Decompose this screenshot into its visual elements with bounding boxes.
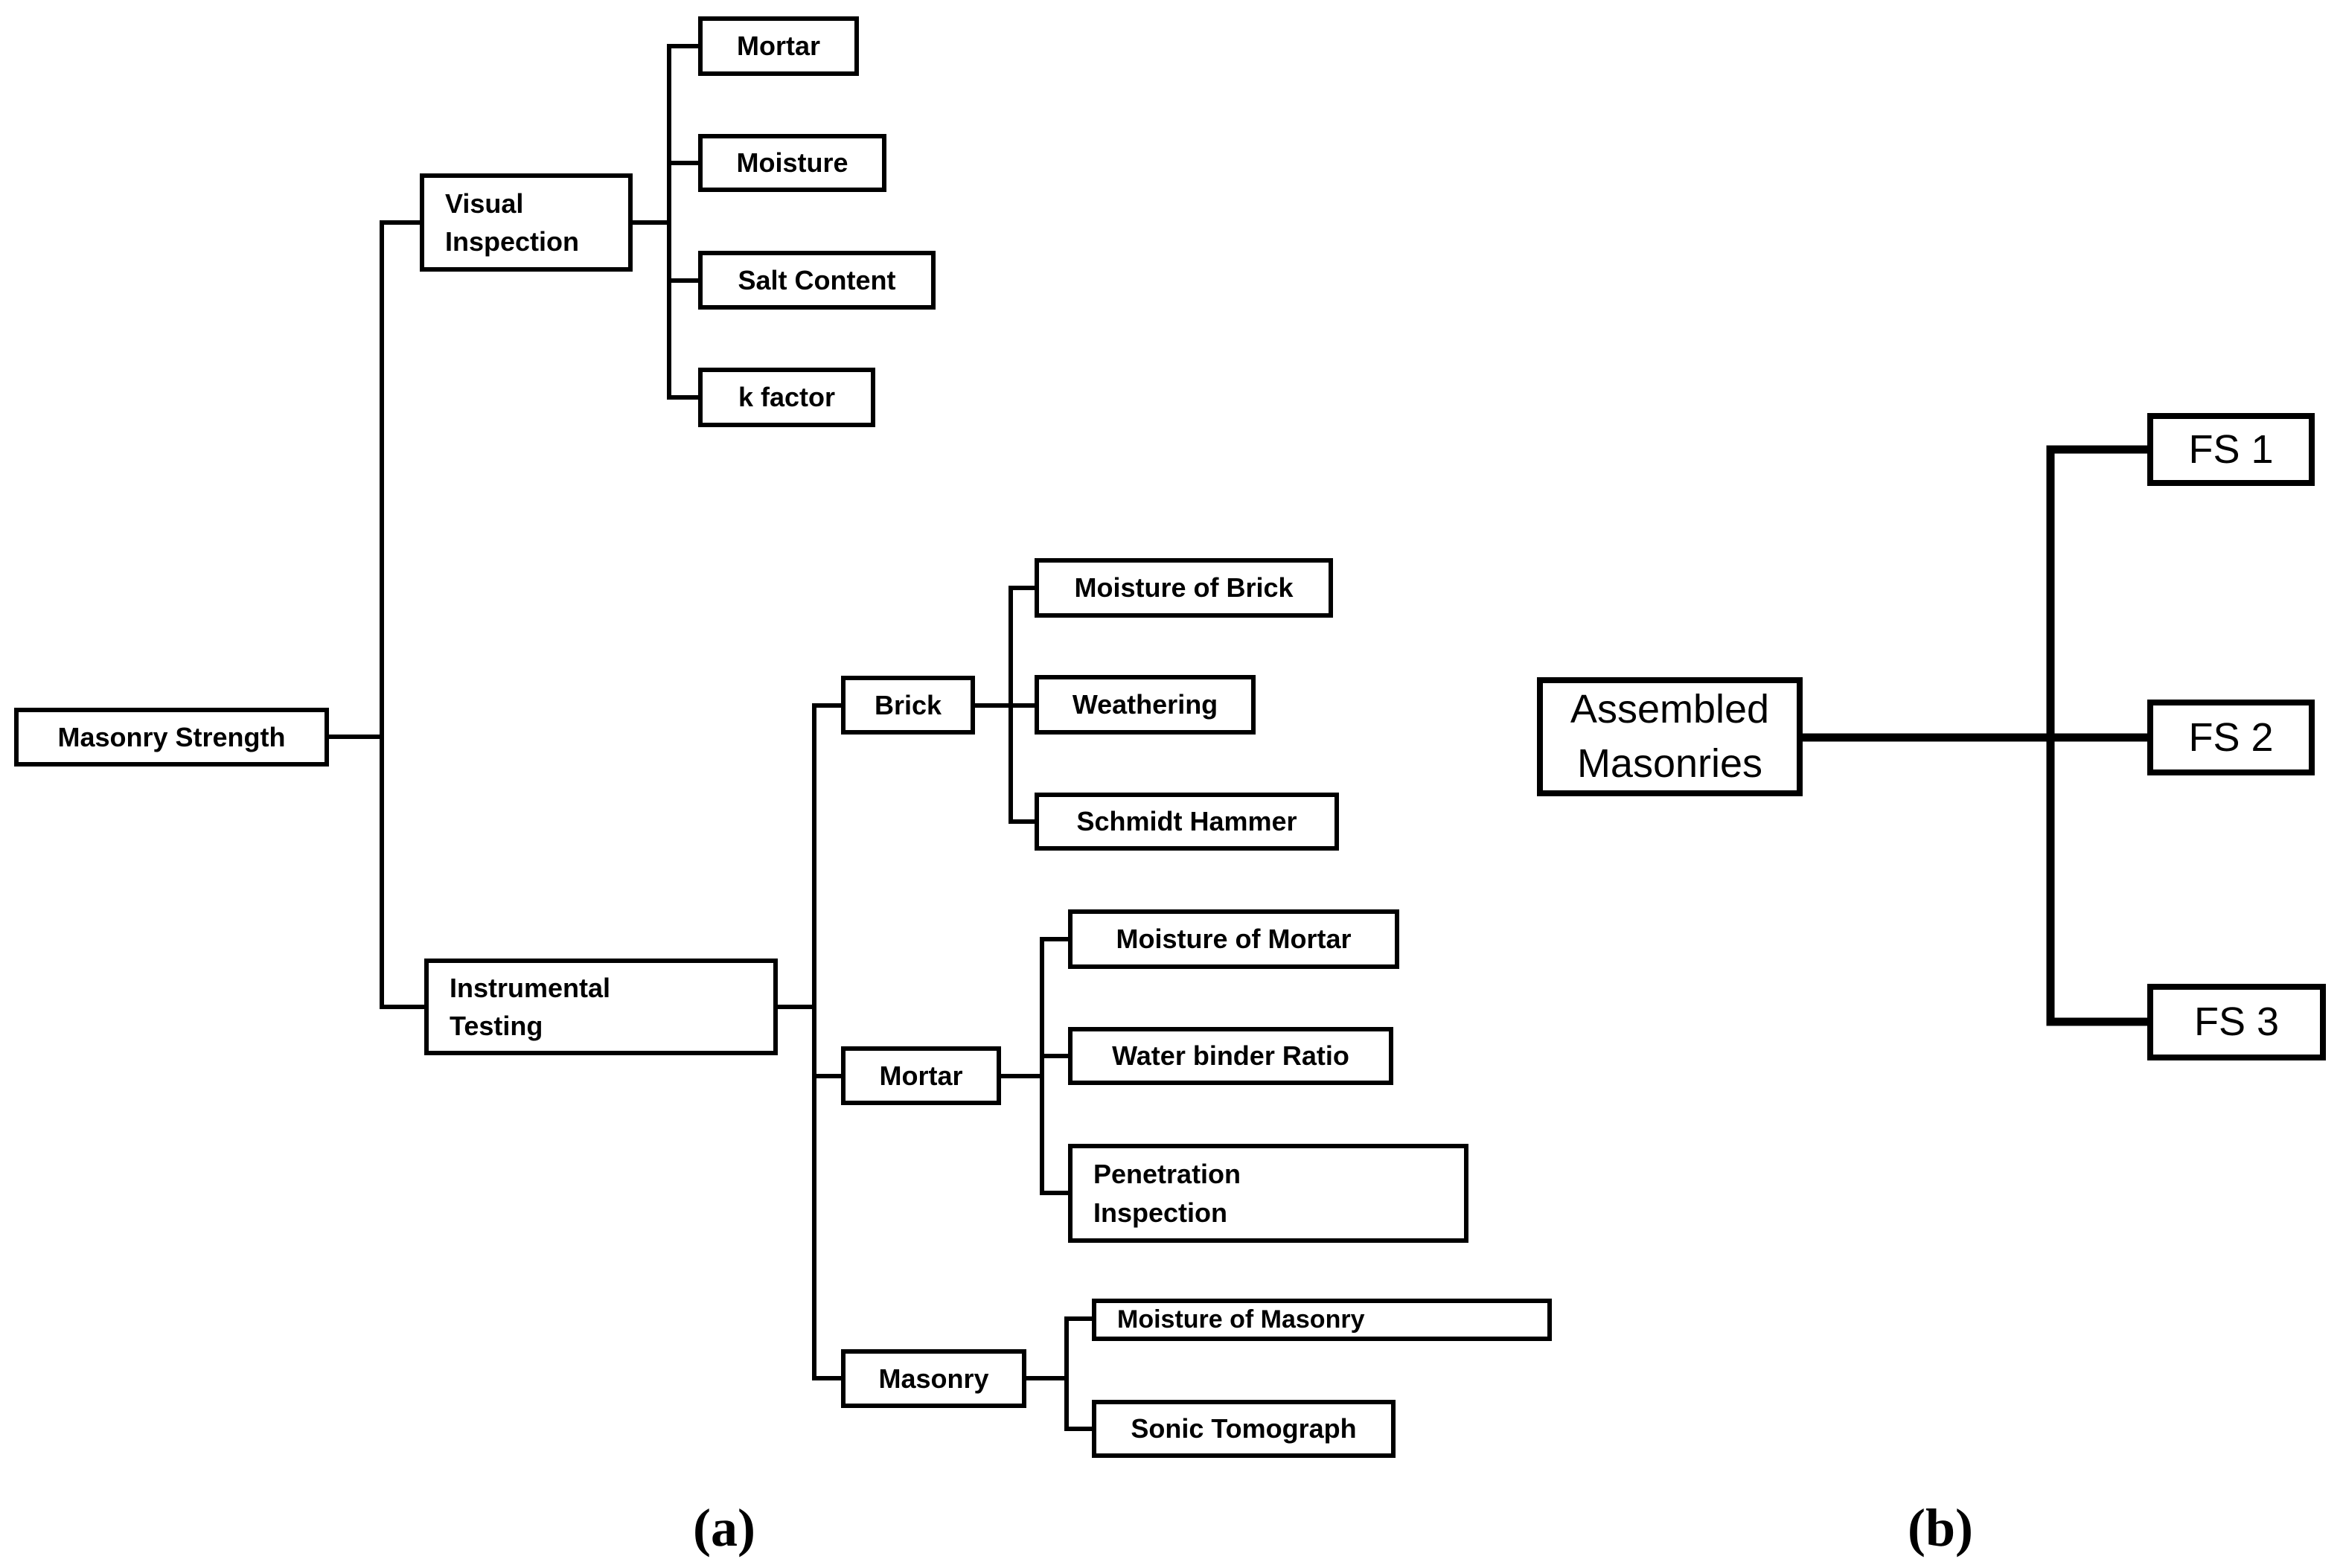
panel-b-caption: (b) (1908, 1498, 1973, 1558)
panel-a-caption: (a) (693, 1498, 755, 1558)
node-water-binder-ratio: Water binder Ratio (1068, 1027, 1393, 1085)
node-weathering-label: Weathering (1072, 689, 1218, 720)
node-vi-mortar: Mortar (698, 16, 859, 76)
node-moisture-of-brick-label: Moisture of Brick (1074, 572, 1294, 604)
node-schmidt-hammer: Schmidt Hammer (1035, 793, 1339, 851)
node-instrumental-testing: Instrumental Testing (424, 959, 778, 1055)
node-vi-k-factor-label: k factor (738, 382, 836, 413)
node-weathering: Weathering (1035, 675, 1256, 735)
node-vi-k-factor: k factor (698, 368, 875, 427)
node-masonry-label: Masonry (878, 1363, 989, 1394)
node-moisture-of-mortar-label: Moisture of Mortar (1116, 924, 1352, 955)
node-fs2-label: FS 2 (2188, 714, 2274, 760)
node-brick: Brick (841, 676, 975, 735)
node-masonry-strength-label: Masonry Strength (57, 721, 286, 752)
node-fs2: FS 2 (2147, 700, 2315, 775)
node-it-mortar: Mortar (841, 1046, 1001, 1105)
node-vi-salt-content-label: Salt Content (738, 264, 896, 295)
node-sonic-tomograph: Sonic Tomograph (1092, 1400, 1396, 1458)
node-assembled-masonries-label: Assembled Masonries (1570, 687, 1770, 786)
node-moisture-of-masonry-label: Moisture of Masonry (1117, 1305, 1365, 1334)
node-moisture-of-mortar: Moisture of Mortar (1068, 909, 1399, 969)
node-vi-moisture: Moisture (698, 134, 886, 192)
node-moisture-of-masonry: Moisture of Masonry (1092, 1299, 1552, 1341)
node-fs1: FS 1 (2147, 413, 2315, 486)
node-assembled-masonries: Assembled Masonries (1537, 677, 1803, 796)
node-vi-moisture-label: Moisture (736, 147, 848, 179)
node-moisture-of-brick: Moisture of Brick (1035, 558, 1333, 618)
node-it-mortar-label: Mortar (879, 1060, 963, 1091)
node-vi-mortar-label: Mortar (736, 31, 820, 62)
node-visual-inspection: Visual Inspection (420, 173, 633, 272)
node-masonry-strength: Masonry Strength (14, 708, 329, 767)
node-fs1-label: FS 1 (2188, 426, 2274, 472)
node-penetration-inspection: Penetration Inspection (1068, 1144, 1468, 1243)
node-vi-salt-content: Salt Content (698, 251, 936, 310)
panel-a-connectors (326, 44, 1094, 1431)
node-instrumental-testing-label: Instrumental Testing (450, 972, 611, 1041)
panel-b-connectors (1798, 445, 2152, 1026)
node-visual-inspection-label: Visual Inspection (445, 188, 580, 257)
node-water-binder-ratio-label: Water binder Ratio (1112, 1040, 1349, 1072)
node-fs3-label: FS 3 (2193, 999, 2280, 1045)
node-brick-label: Brick (874, 689, 942, 720)
node-sonic-tomograph-label: Sonic Tomograph (1131, 1413, 1357, 1444)
node-penetration-inspection-label: Penetration Inspection (1093, 1159, 1241, 1228)
node-masonry: Masonry (841, 1349, 1026, 1408)
node-fs3: FS 3 (2147, 984, 2326, 1060)
node-schmidt-hammer-label: Schmidt Hammer (1076, 806, 1297, 837)
